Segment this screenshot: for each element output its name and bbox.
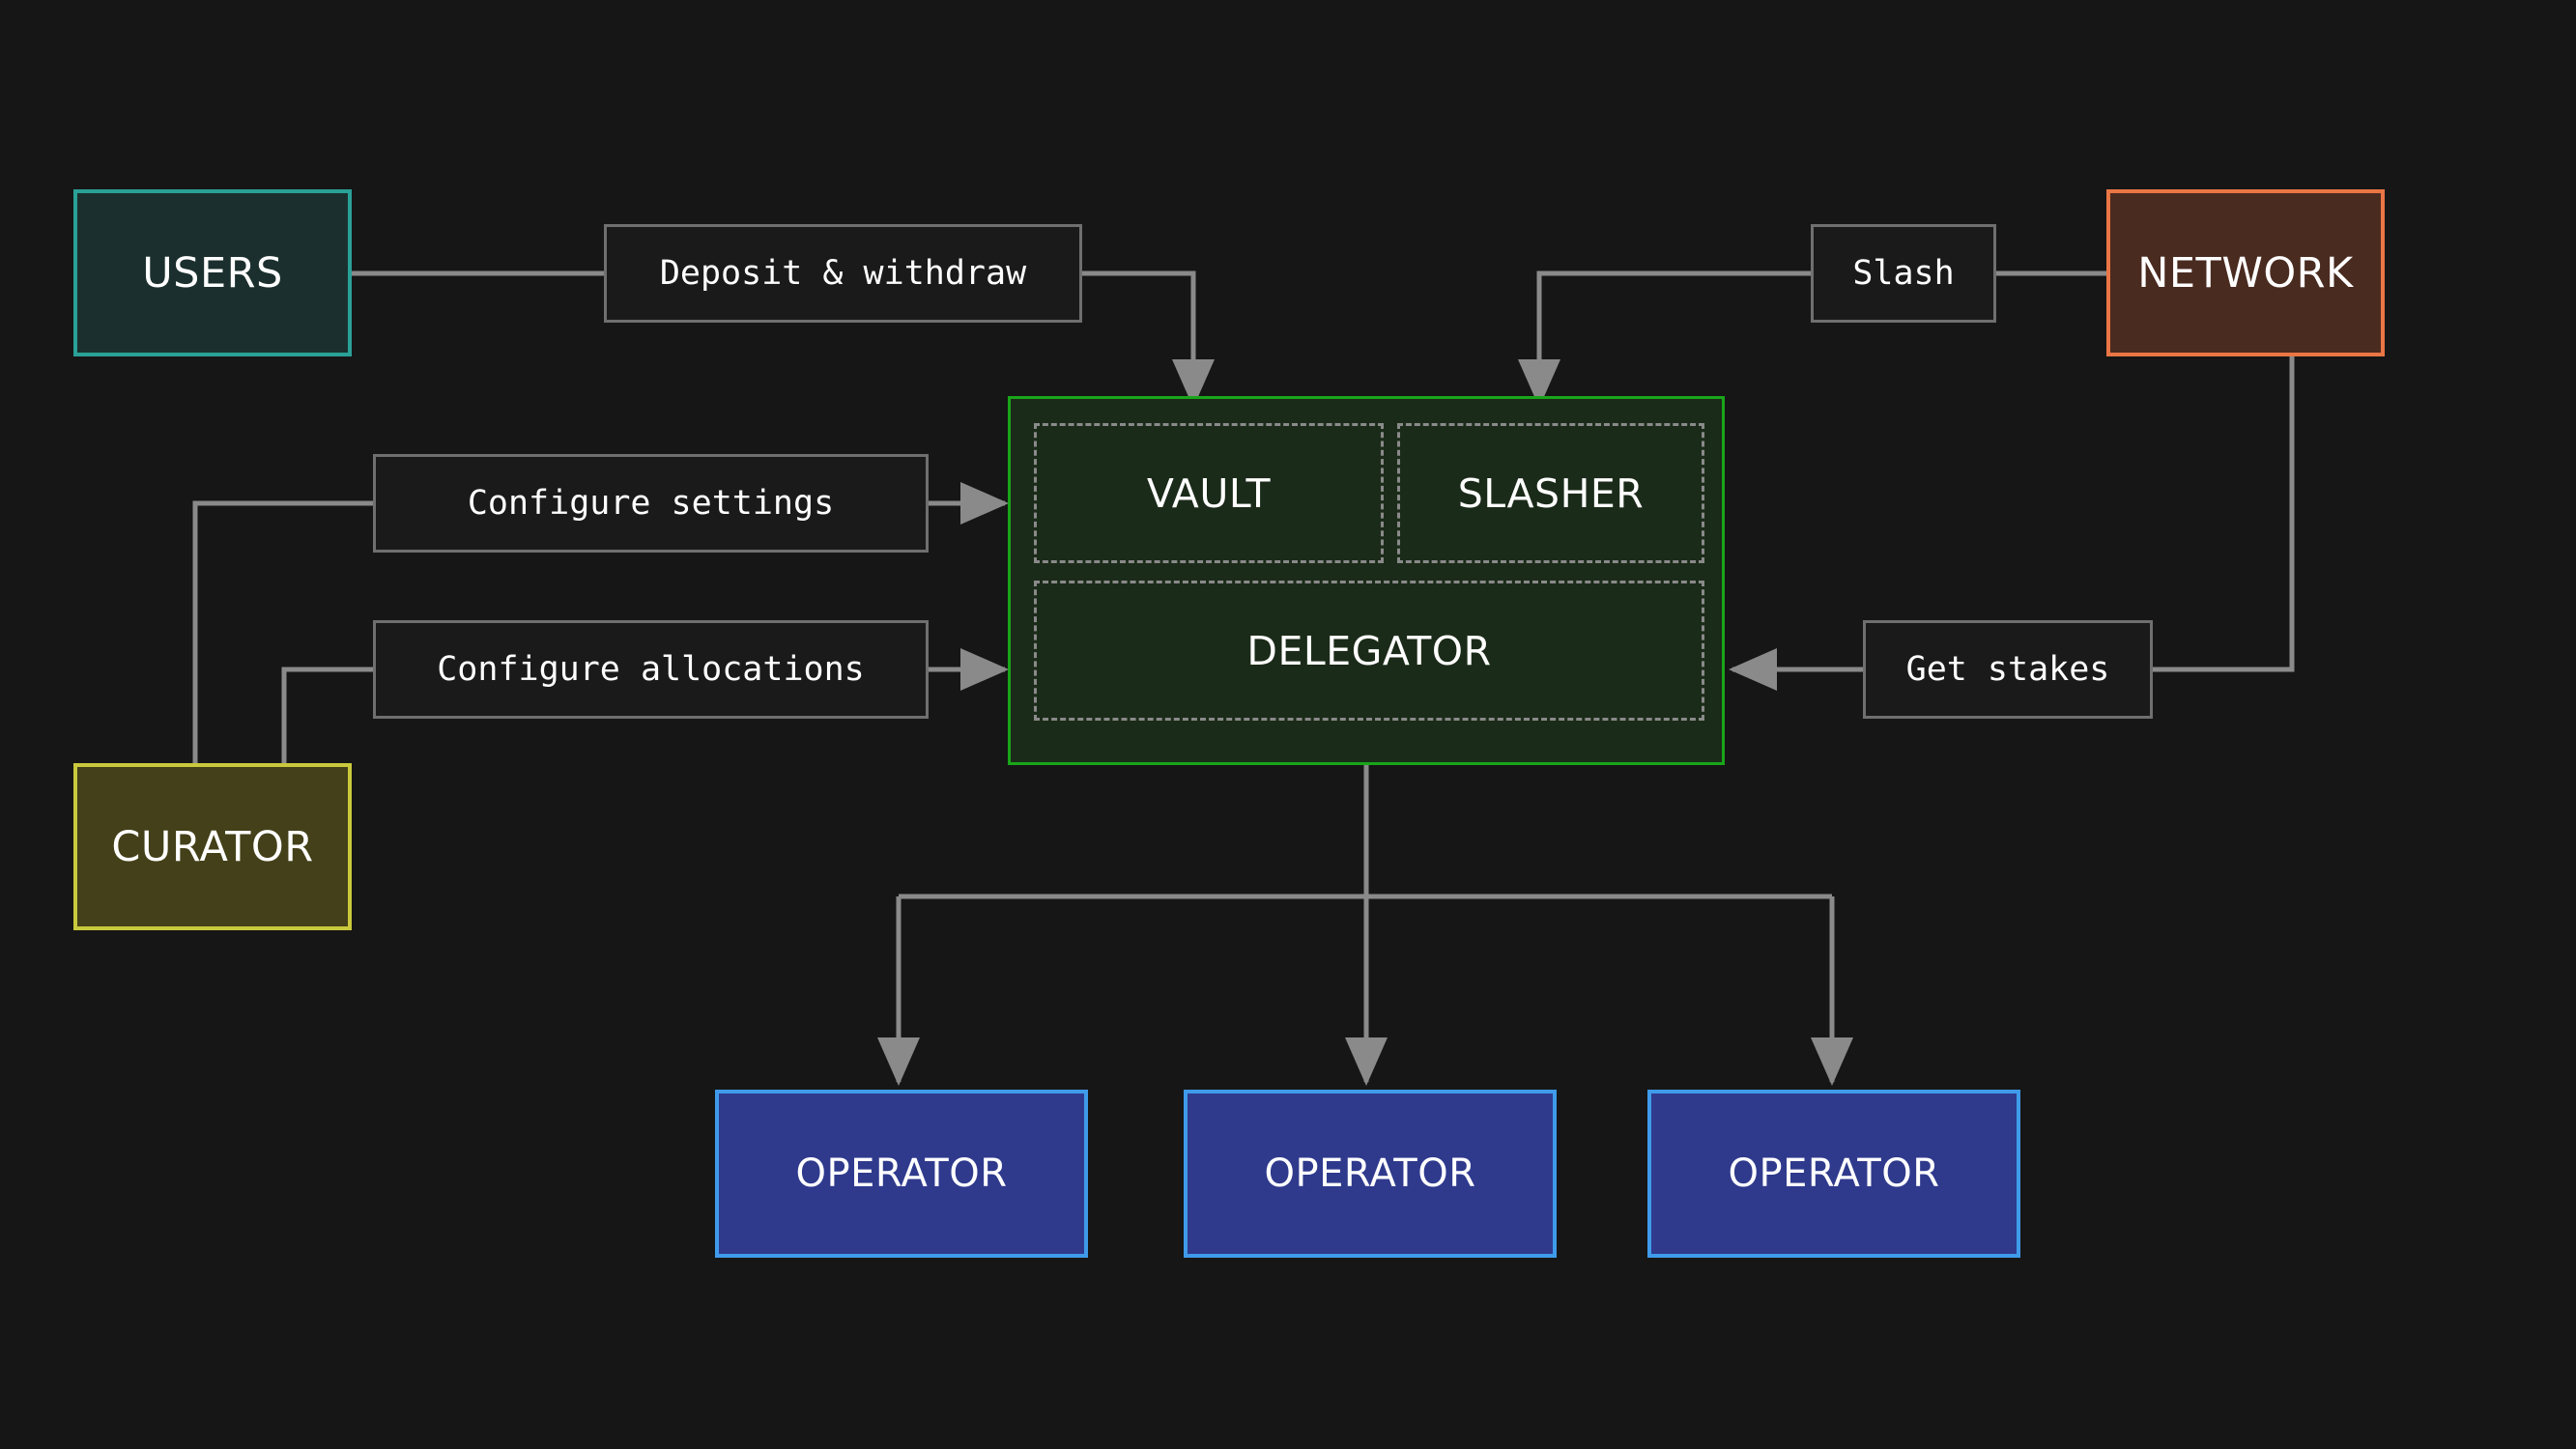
- node-curator-label: CURATOR: [111, 822, 314, 871]
- node-users-label: USERS: [142, 248, 283, 298]
- edge-label-deposit: Deposit & withdraw: [604, 224, 1082, 323]
- node-network-label: NETWORK: [2137, 248, 2354, 298]
- edge-network-to-stakes-label: [2153, 356, 2295, 672]
- node-vault-label: VAULT: [1146, 469, 1272, 517]
- node-users[interactable]: USERS: [73, 189, 352, 356]
- node-vault[interactable]: VAULT: [1034, 423, 1384, 563]
- node-slasher[interactable]: SLASHER: [1397, 423, 1704, 563]
- edge-label-configure-settings-text: Configure settings: [467, 484, 835, 523]
- node-operator-3-label: OPERATOR: [1728, 1151, 1940, 1196]
- node-curator[interactable]: CURATOR: [73, 763, 352, 930]
- edge-slash-label-to-slasher: [1518, 270, 1811, 409]
- node-operator-3[interactable]: OPERATOR: [1647, 1090, 2020, 1258]
- node-network[interactable]: NETWORK: [2106, 189, 2385, 356]
- node-operator-2-label: OPERATOR: [1264, 1151, 1476, 1196]
- edge-label-configure-settings: Configure settings: [373, 454, 929, 553]
- edge-label-get-stakes-text: Get stakes: [1905, 650, 2110, 689]
- node-delegator[interactable]: DELEGATOR: [1034, 581, 1704, 721]
- edge-curator-to-allocations-label: [281, 667, 373, 763]
- edge-deposit-label-to-vault: [1082, 270, 1215, 409]
- node-delegator-label: DELEGATOR: [1246, 627, 1492, 674]
- edge-label-configure-allocations: Configure allocations: [373, 620, 929, 719]
- edge-label-get-stakes: Get stakes: [1863, 620, 2153, 719]
- edge-label-slash-text: Slash: [1852, 254, 1955, 293]
- edge-curator-to-settings-label: [192, 500, 373, 763]
- node-operator-2[interactable]: OPERATOR: [1184, 1090, 1557, 1258]
- node-protocol-core[interactable]: VAULT SLASHER DELEGATOR: [1008, 396, 1725, 765]
- edge-label-slash: Slash: [1811, 224, 1996, 323]
- node-operator-1-label: OPERATOR: [795, 1151, 1008, 1196]
- node-slasher-label: SLASHER: [1457, 469, 1645, 517]
- edge-label-deposit-text: Deposit & withdraw: [659, 254, 1027, 293]
- edge-label-configure-allocations-text: Configure allocations: [437, 650, 865, 689]
- node-operator-1[interactable]: OPERATOR: [715, 1090, 1088, 1258]
